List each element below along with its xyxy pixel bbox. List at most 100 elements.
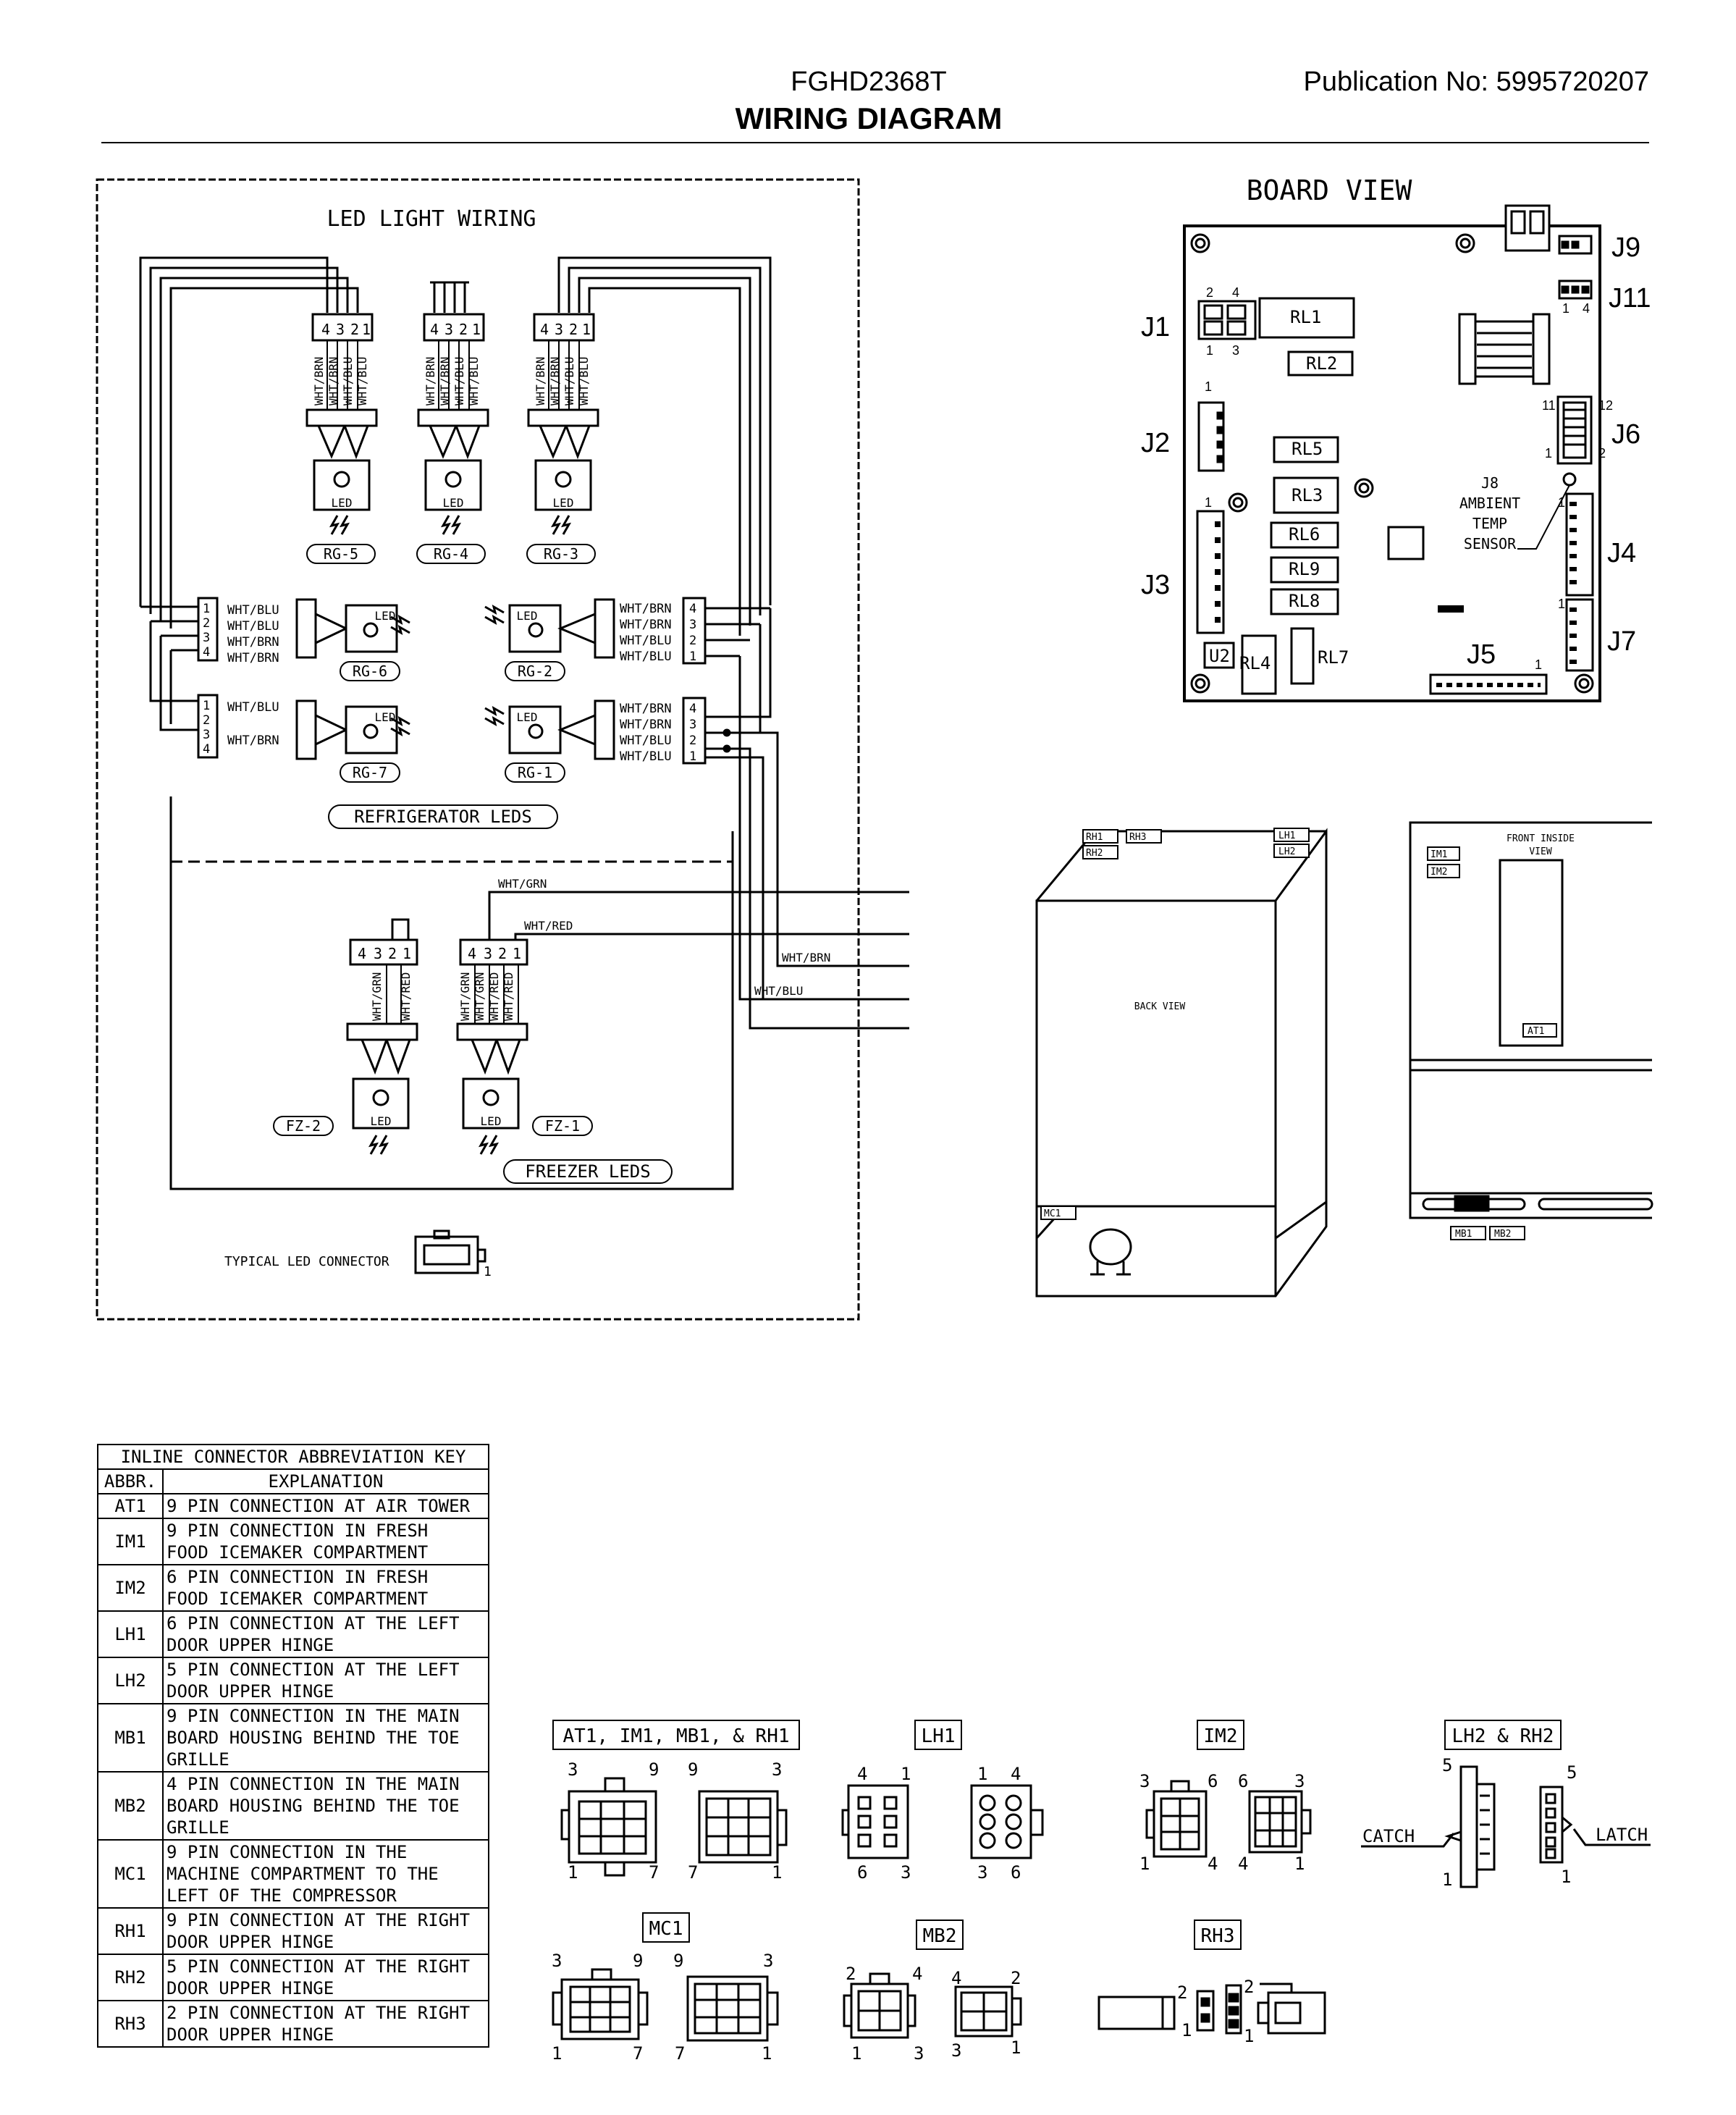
svg-text:WHT/BRN: WHT/BRN [534, 357, 547, 405]
svg-text:WHT/BRN: WHT/BRN [227, 635, 279, 649]
abbreviation-key-table: INLINE CONNECTOR ABBREVIATION KEY ABBR. … [97, 1444, 489, 2048]
led-rg5: LED RG-5 [306, 408, 378, 564]
svg-text:4: 4 [951, 1968, 961, 1988]
svg-text:2: 2 [1177, 1982, 1187, 2003]
svg-text:RG-7: RG-7 [353, 764, 387, 781]
svg-text:3: 3 [977, 1862, 987, 1883]
connector-lh1-label: LH1 [922, 1725, 956, 1747]
svg-text:1: 1 [851, 2043, 861, 2064]
svg-text:4: 4 [203, 645, 210, 660]
svg-text:LED: LED [375, 710, 396, 724]
svg-text:LED: LED [553, 496, 574, 510]
svg-text:WHT/BRN: WHT/BRN [782, 951, 830, 964]
svg-text:AMBIENT: AMBIENT [1459, 495, 1520, 512]
svg-text:RG-2: RG-2 [518, 663, 552, 680]
svg-text:9: 9 [688, 1759, 698, 1780]
svg-text:WHT/RED: WHT/RED [502, 972, 515, 1021]
svg-text:4: 4 [857, 1764, 867, 1784]
svg-text:RG-3: RG-3 [544, 545, 578, 563]
led-rg3: LED RG-3 [526, 408, 599, 564]
svg-text:3: 3 [689, 618, 696, 632]
svg-text:LED: LED [481, 1114, 502, 1128]
svg-text:3: 3 [552, 1951, 562, 1971]
svg-text:1: 1 [1442, 1870, 1452, 1890]
svg-text:3: 3 [763, 1951, 773, 1971]
svg-text:RH3: RH3 [1129, 832, 1146, 843]
connector-mc1-label: MC1 [649, 1918, 683, 1940]
svg-text:WHT/RED: WHT/RED [487, 972, 501, 1021]
svg-text:WHT/GRN: WHT/GRN [498, 877, 547, 891]
svg-text:4: 4 [321, 321, 330, 338]
svg-text:WHT/BLU: WHT/BLU [227, 619, 279, 634]
svg-text:2: 2 [689, 634, 696, 648]
svg-text:2: 2 [1244, 1977, 1254, 1997]
led-panel-border [96, 178, 860, 1321]
svg-text:4: 4 [430, 321, 439, 338]
col-expl-header: EXPLANATION [162, 1468, 489, 1494]
refrigerator-leds-label: REFRIGERATOR LEDS [354, 807, 532, 827]
svg-text:LH2: LH2 [1278, 846, 1295, 857]
svg-text:WHT/RED: WHT/RED [399, 972, 413, 1021]
svg-text:3: 3 [203, 728, 210, 742]
svg-text:1: 1 [1011, 2038, 1021, 2058]
svg-text:WHT/BLU: WHT/BLU [620, 749, 672, 764]
typical-led-connector-icon [414, 1229, 486, 1274]
svg-text:4: 4 [1232, 285, 1239, 300]
page-title: WIRING DIAGRAM [735, 101, 1003, 135]
svg-text:1: 1 [582, 321, 591, 338]
svg-text:2: 2 [498, 945, 507, 962]
svg-text:3: 3 [914, 2043, 924, 2064]
freezer-connectors: 4 3 2 1 4 3 2 1 [349, 938, 528, 966]
svg-text:2: 2 [203, 713, 210, 728]
svg-text:1: 1 [1181, 2020, 1192, 2040]
svg-text:6: 6 [857, 1862, 867, 1883]
svg-text:RL7: RL7 [1318, 647, 1349, 668]
svg-text:WHT/GRN: WHT/GRN [458, 972, 472, 1021]
svg-text:WHT/BLU: WHT/BLU [754, 984, 803, 998]
typical-led-connector-label: TYPICAL LED CONNECTOR [224, 1254, 389, 1269]
svg-text:J3: J3 [1141, 570, 1170, 600]
svg-text:LED: LED [371, 1114, 392, 1128]
svg-text:RG-6: RG-6 [353, 663, 387, 680]
svg-text:1: 1 [484, 1264, 492, 1279]
svg-text:RL3: RL3 [1292, 485, 1323, 505]
svg-text:2: 2 [569, 321, 578, 338]
connector-group-at1: AT1, IM1, MB1, & RH1 [562, 1725, 789, 1747]
svg-text:6: 6 [1238, 1771, 1248, 1791]
led-connectors-top: 4 3 2 1 4 3 2 1 4 3 2 1 [311, 313, 595, 342]
svg-text:1: 1 [1545, 446, 1552, 461]
back-view [1035, 828, 1328, 1298]
svg-text:WHT/BRN: WHT/BRN [438, 357, 452, 405]
svg-text:1: 1 [1535, 657, 1542, 672]
led-panel-title: LED LIGHT WIRING [327, 206, 536, 232]
svg-text:2: 2 [1011, 1968, 1021, 1988]
svg-text:1: 1 [203, 699, 210, 713]
svg-text:1: 1 [513, 945, 521, 962]
svg-text:1: 1 [1205, 495, 1212, 510]
svg-text:RH1: RH1 [1086, 832, 1103, 843]
svg-text:3: 3 [374, 945, 382, 962]
connector-rh3-label: RH3 [1201, 1925, 1235, 1947]
svg-text:3: 3 [203, 631, 210, 645]
svg-text:RG-1: RG-1 [518, 764, 552, 781]
back-view-label: BACK VIEW [1134, 1001, 1186, 1012]
svg-text:RL8: RL8 [1289, 591, 1320, 611]
svg-text:7: 7 [675, 2043, 685, 2064]
svg-text:1: 1 [362, 321, 371, 338]
svg-text:1: 1 [1244, 2026, 1254, 2046]
svg-text:3: 3 [772, 1759, 782, 1780]
svg-text:WHT/BLU: WHT/BLU [467, 357, 481, 405]
svg-text:3: 3 [1139, 1771, 1150, 1791]
svg-text:AT1: AT1 [1528, 1026, 1544, 1037]
svg-text:LED: LED [517, 609, 538, 623]
svg-text:WHT/BRN: WHT/BRN [548, 357, 562, 405]
connector-mb2-label: MB2 [923, 1925, 957, 1947]
svg-text:WHT/BRN: WHT/BRN [326, 357, 340, 405]
